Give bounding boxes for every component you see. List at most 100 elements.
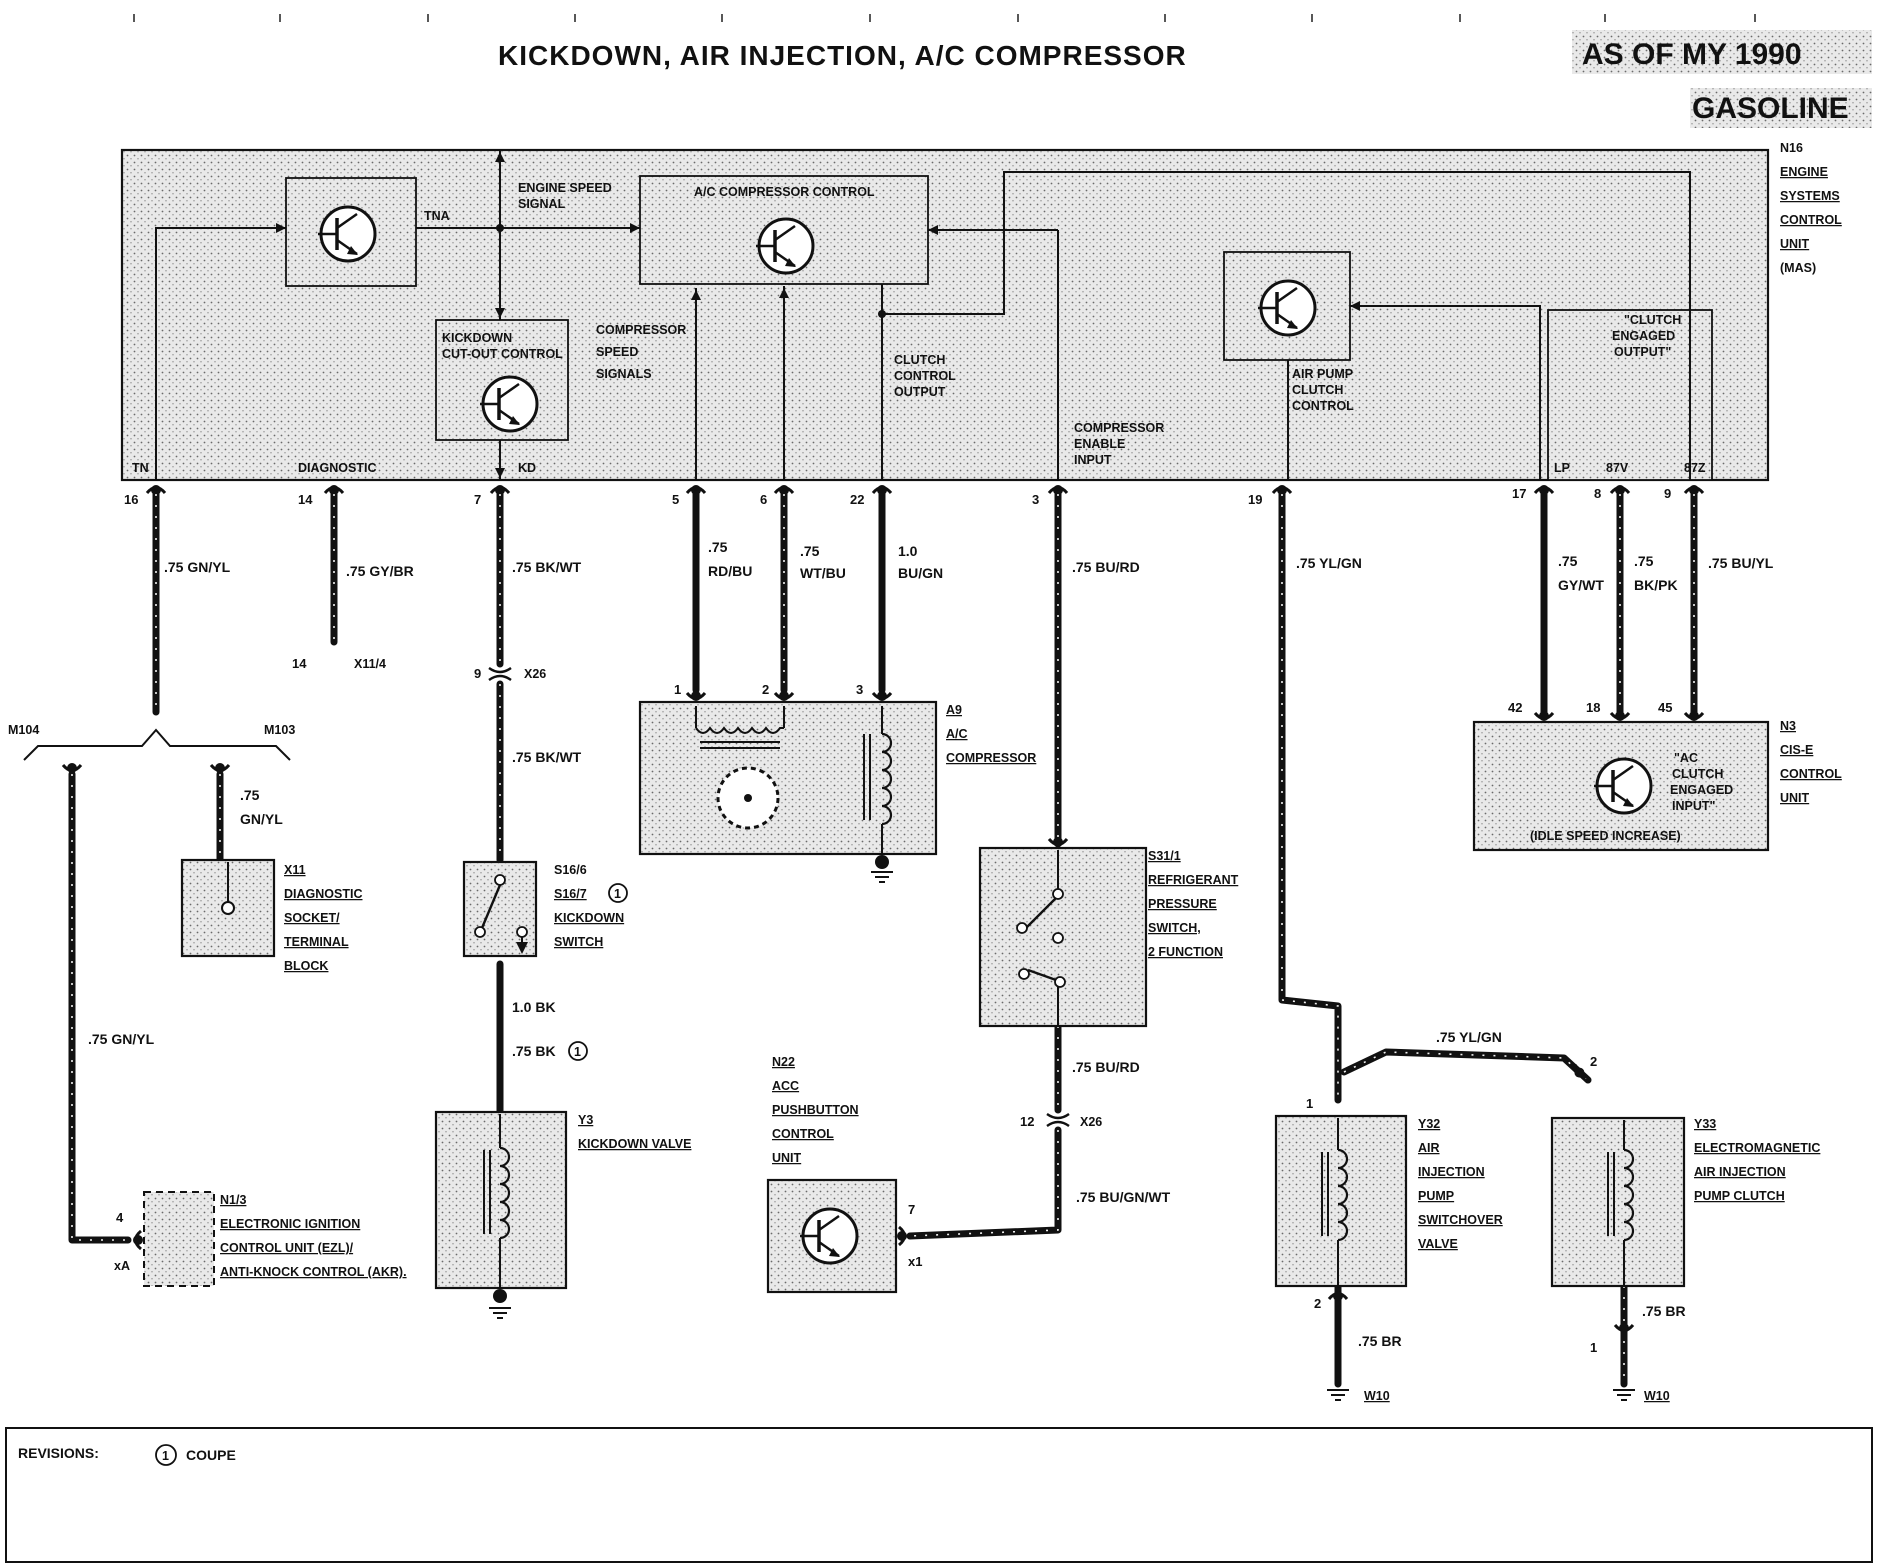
compressor-enable-label-2: ENABLE xyxy=(1074,437,1125,451)
y32-ground-icon xyxy=(1326,1389,1350,1401)
ac-compressor-control-label: A/C COMPRESSOR CONTROL xyxy=(694,185,875,199)
wire-7-label: .75 BK/WT xyxy=(512,559,582,575)
n13-pin-xa: xA xyxy=(114,1259,130,1273)
clutch-engaged-label-3: OUTPUT" xyxy=(1614,345,1671,359)
s31-lower-label: .75 BU/RD xyxy=(1072,1059,1140,1075)
a9-ground-icon xyxy=(870,871,894,883)
fuel-badge xyxy=(1690,88,1872,128)
a9-compressor-box xyxy=(638,700,938,856)
y3-ground-icon xyxy=(488,1307,512,1319)
m103-drop-label-2: GN/YL xyxy=(240,811,283,827)
wire-22-label-1: 1.0 xyxy=(898,543,918,559)
s31-id: S31/1 xyxy=(1148,849,1181,863)
x26-connector-b-icon xyxy=(1046,1113,1070,1127)
y32-pin-2: 2 xyxy=(1314,1296,1321,1311)
pin-9: 9 xyxy=(1664,486,1671,501)
n13-ezl-box xyxy=(143,1191,215,1287)
m104-drop-label: .75 GN/YL xyxy=(88,1031,155,1047)
wire-x26-lower-label: .75 BK/WT xyxy=(512,749,582,765)
n13-label-1: ELECTRONIC IGNITION xyxy=(220,1217,360,1231)
n3-inner-1: "AC xyxy=(1674,751,1698,765)
pin-17: 17 xyxy=(1512,486,1526,501)
m103-drop-label-1: .75 xyxy=(240,787,260,803)
pin-3: 3 xyxy=(1032,492,1039,507)
air-pump-label-2: CLUTCH xyxy=(1292,383,1343,397)
y32-pin-1: 1 xyxy=(1306,1096,1313,1111)
y32-switchover-valve-box xyxy=(1274,1114,1408,1288)
y32-solenoid-icon xyxy=(1321,1118,1349,1286)
wire-8-label-2: BK/PK xyxy=(1634,577,1678,593)
y32-id: Y32 xyxy=(1418,1117,1440,1131)
air-pump-label-1: AIR PUMP xyxy=(1292,367,1353,381)
y3-id: Y3 xyxy=(578,1113,593,1127)
revisions-mark: 1 xyxy=(162,1449,169,1463)
s16-label-1: KICKDOWN xyxy=(554,911,624,925)
terminal-kd: KD xyxy=(518,461,536,475)
s31-label-4: 2 FUNCTION xyxy=(1148,945,1223,959)
ecu-name-5: (MAS) xyxy=(1780,261,1816,275)
n13-label-3: ANTI-KNOCK CONTROL (AKR). xyxy=(220,1265,407,1279)
pin-7: 7 xyxy=(474,492,481,507)
pin-14: 14 xyxy=(298,492,313,507)
kickdown-cutout-label-2: CUT-OUT CONTROL xyxy=(442,347,563,361)
revisions-mark-icon: 1 xyxy=(155,1444,177,1466)
wire-6-label-2: WT/BU xyxy=(800,565,846,581)
pin-6: 6 xyxy=(760,492,767,507)
wire-14-label: .75 GY/BR xyxy=(346,563,414,579)
s16-revision-mark-icon: 1 xyxy=(608,883,628,903)
n3-note: (IDLE SPEED INCREASE) xyxy=(1530,829,1681,843)
n13-label-2: CONTROL UNIT (EZL)/ xyxy=(220,1241,354,1255)
x11-label-4: BLOCK xyxy=(284,959,328,973)
clutch-control-label-3: OUTPUT xyxy=(894,385,946,399)
terminal-tn: TN xyxy=(132,461,149,475)
a9-pin-3: 3 xyxy=(856,682,863,697)
n22-pin-7: 7 xyxy=(908,1202,915,1217)
y3-solenoid-icon xyxy=(483,1114,511,1288)
ecu-name-1: ENGINE xyxy=(1780,165,1828,179)
n22-label-2: PUSHBUTTON xyxy=(772,1103,859,1117)
wire-3-label: .75 BU/RD xyxy=(1072,559,1140,575)
compressor-speed-label-1: COMPRESSOR xyxy=(596,323,686,337)
wire-19-label: .75 YL/GN xyxy=(1296,555,1362,571)
clutch-engaged-label-1: "CLUTCH xyxy=(1624,313,1681,327)
y33-label-1: ELECTROMAGNETIC xyxy=(1694,1141,1820,1155)
wire-22-label-2: BU/GN xyxy=(898,565,943,581)
a9-pin-1: 1 xyxy=(674,682,681,697)
revisions-text: COUPE xyxy=(186,1447,236,1463)
wire-16-label: .75 GN/YL xyxy=(164,559,231,575)
n22-wire-label: .75 BU/GN/WT xyxy=(1076,1189,1171,1205)
n3-id: N3 xyxy=(1780,719,1796,733)
wire-17-label-1: .75 xyxy=(1558,553,1578,569)
compressor-enable-label-3: INPUT xyxy=(1074,453,1112,467)
terminal-lp: LP xyxy=(1554,461,1570,475)
x26-b-pin: 12 xyxy=(1020,1114,1034,1129)
compressor-speed-label-3: SIGNALS xyxy=(596,367,652,381)
clutch-control-label-2: CONTROL xyxy=(894,369,956,383)
s16-switch-icon xyxy=(474,874,528,954)
ecu-name-2: SYSTEMS xyxy=(1780,189,1840,203)
ecu-arrows xyxy=(276,152,1360,478)
ecu-name-4: UNIT xyxy=(1780,237,1810,251)
a9-label-1: A/C xyxy=(946,727,968,741)
s31-switch-icon xyxy=(1016,850,1066,1026)
y32-label-1: AIR xyxy=(1418,1141,1440,1155)
x11-socket-icon xyxy=(221,862,235,915)
pin-8: 8 xyxy=(1594,486,1601,501)
w10-b-label: W10 xyxy=(1644,1389,1670,1403)
y33-ground-label: .75 BR xyxy=(1642,1303,1686,1319)
a9-id: A9 xyxy=(946,703,962,717)
x26-connector-a-icon xyxy=(488,667,512,681)
s31-label-2: PRESSURE xyxy=(1148,897,1217,911)
n22-label-1: ACC xyxy=(772,1079,799,1093)
terminal-87v: 87V xyxy=(1606,461,1629,475)
pin-19: 19 xyxy=(1248,492,1262,507)
n3-inner-3: ENGAGED xyxy=(1670,783,1733,797)
fuel-type: GASOLINE xyxy=(1692,92,1849,125)
n13-id: N1/3 xyxy=(220,1193,246,1207)
wires xyxy=(68,490,1698,1388)
wire-5-label-2: RD/BU xyxy=(708,563,752,579)
m103-m104-branch xyxy=(23,728,291,775)
svg-text:1: 1 xyxy=(614,887,621,901)
compressor-speed-label-2: SPEED xyxy=(596,345,638,359)
y32-label-3: PUMP xyxy=(1418,1189,1454,1203)
